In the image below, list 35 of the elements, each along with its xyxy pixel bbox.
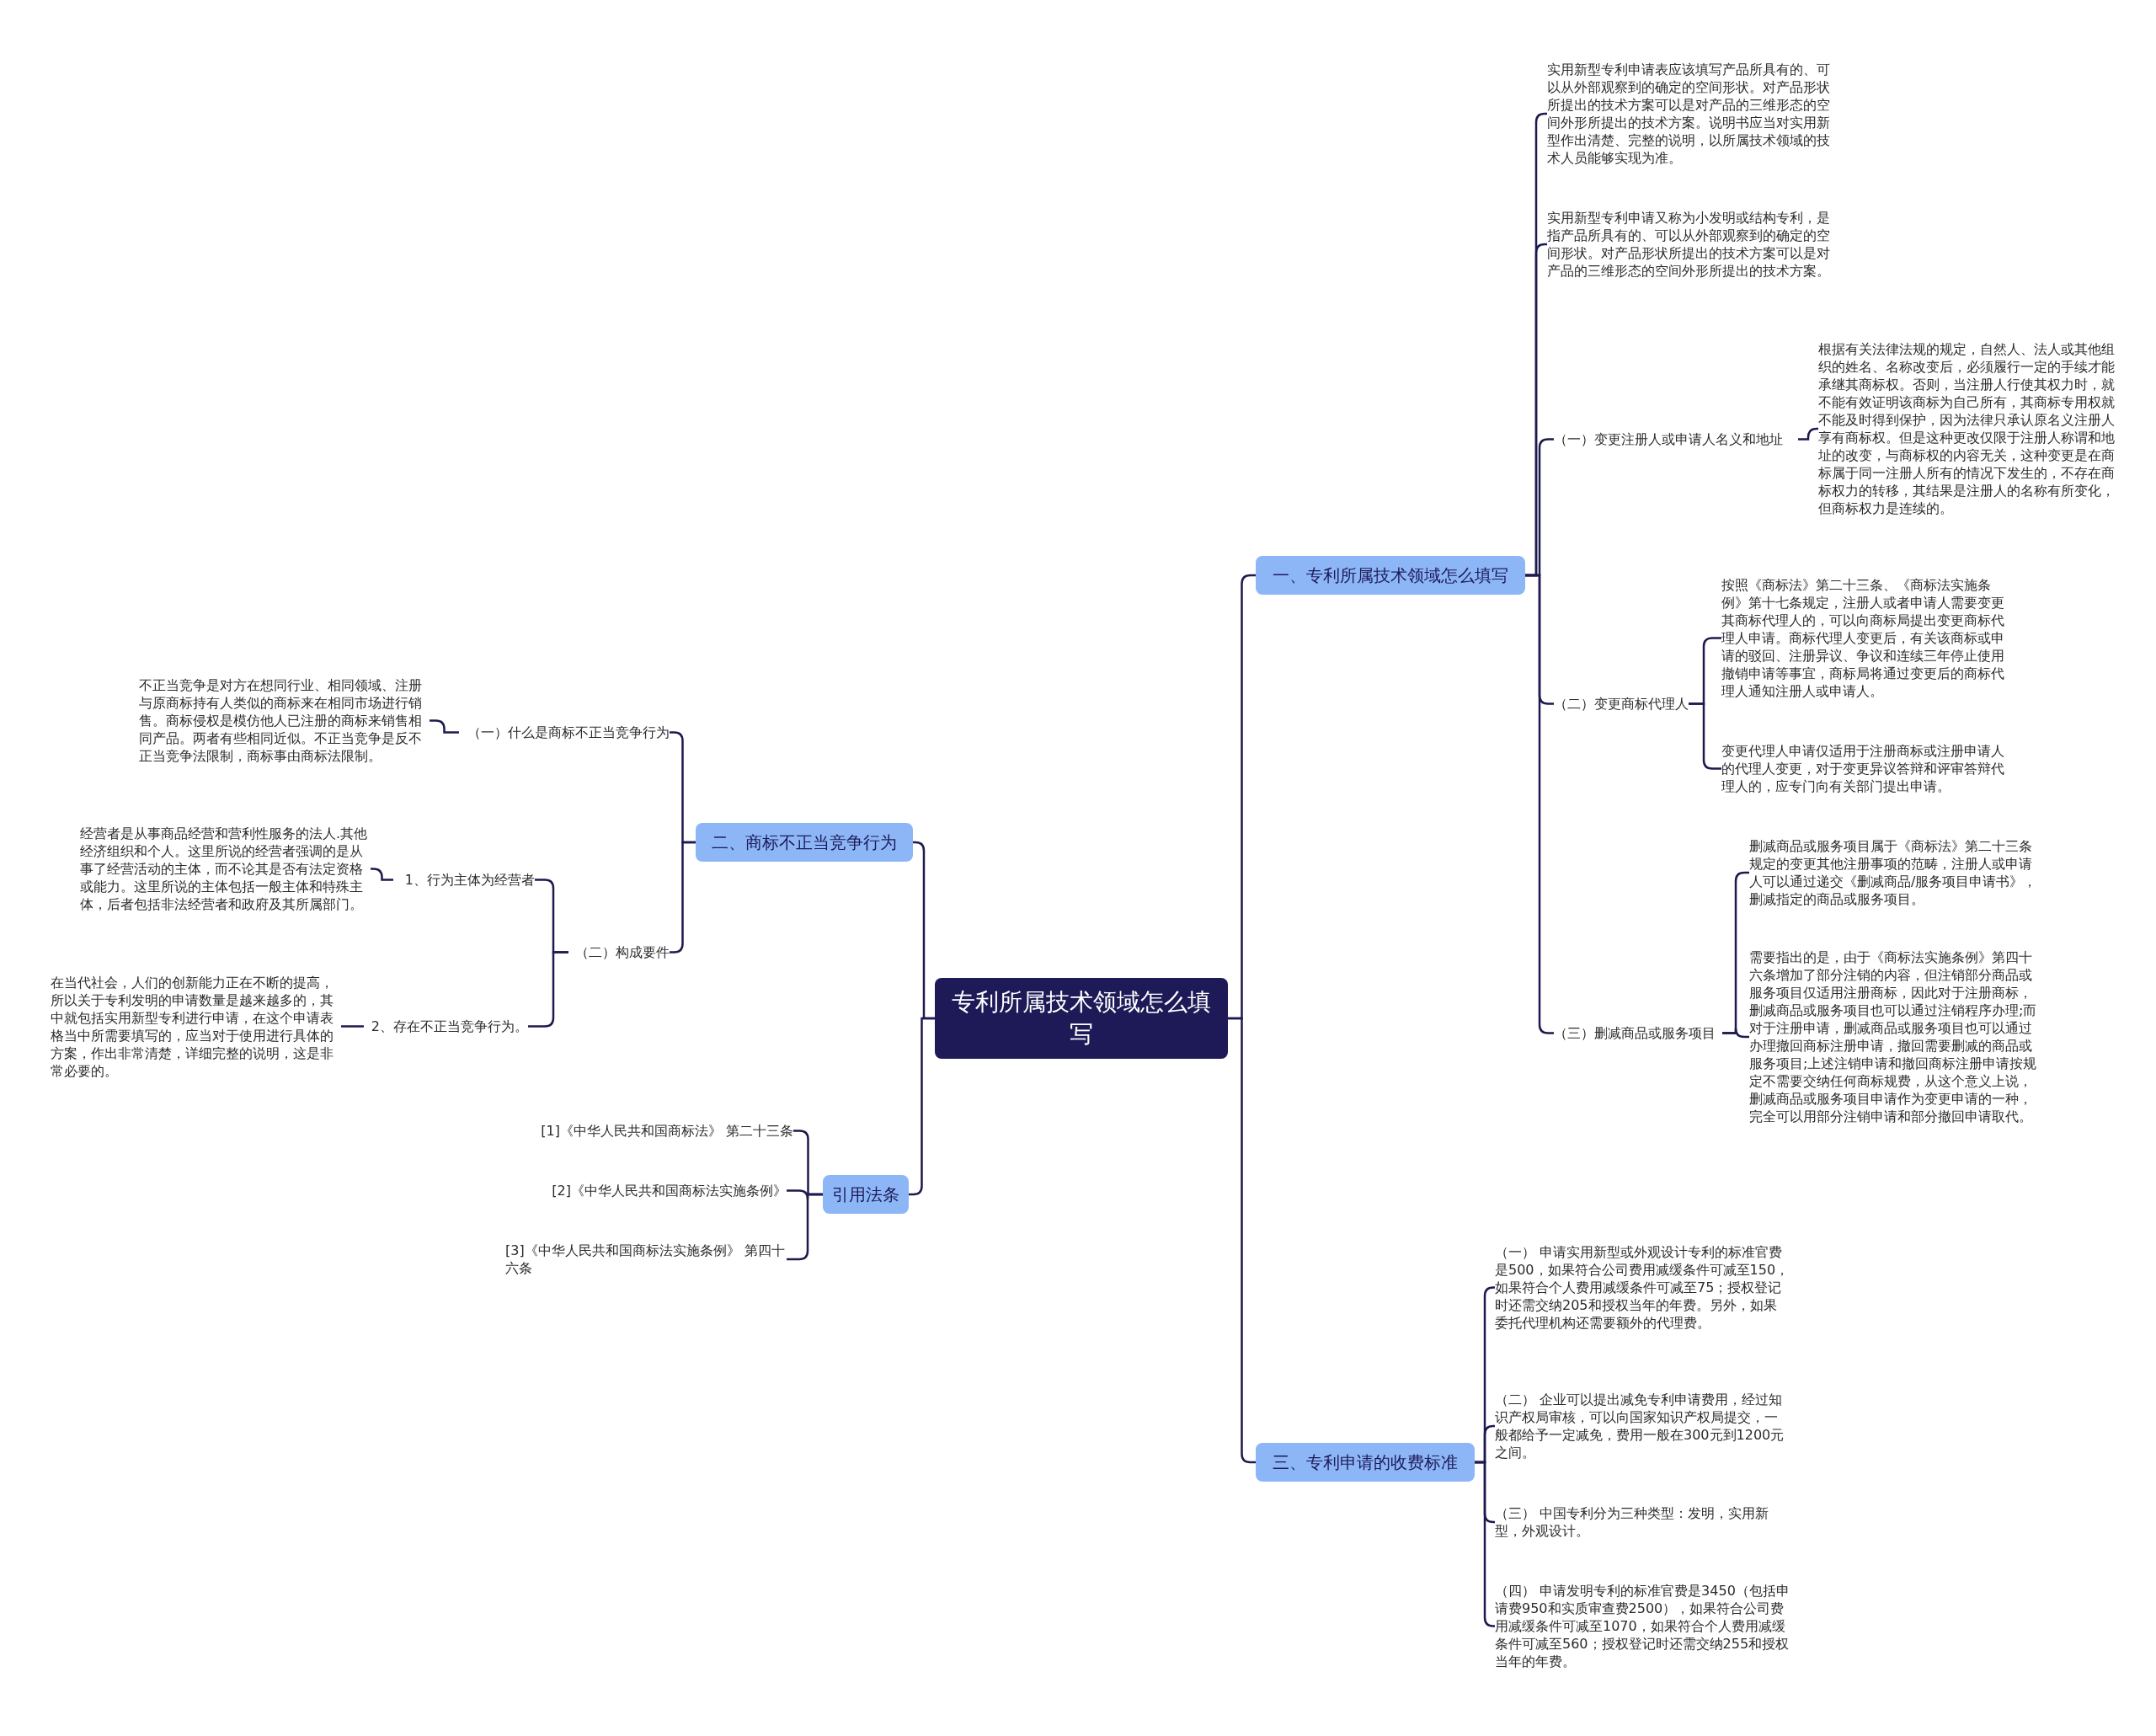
connector-line (430, 719, 459, 734)
note-text: （一） 申请实用新型或外观设计专利的标准官费是500，如果符合公司费用减缓条件可减至150，如果符合个人费用减缓条件可减至75；授权登记时还需交纳205和授权当年的年费。另外，如果委托代理机构还需要额外的代理费。 (1495, 1243, 1790, 1332)
note-text: 经营者是从事商品经营和营利性服务的法人.其他经济组织和个人。这里所说的经营者强调的是从事了经营活动的主体，而不论其是否有法定资格或能力。这里所说的主体包括一般主体和特殊主体，后者包括非法经营者和政府及其所属部门。 (80, 825, 371, 913)
connector-line (1722, 1027, 1749, 1039)
subtopic-label: （一）变更注册人或申请人名义和地址 (1554, 430, 1798, 448)
connector-line (1475, 1461, 1495, 1627)
subtopic-label: （二）构成要件 (568, 943, 670, 961)
note-text: 不正当竞争是对方在想同行业、相同领域、注册与原商标持有人类似的商标来在相同市场进行销售。商标侵权是模仿他人已注册的商标来销售相同产品。两者有些相同近似。不正当竞争是反不正当竞争法限制，商标事由商标法限制。 (139, 676, 430, 765)
root-topic-box: 专利所属技术领域怎么填写 (935, 978, 1228, 1059)
connector-line (371, 868, 393, 881)
note-text: 删减商品或服务项目属于《商标法》第二十三条规定的变更其他注册事项的范畴，注册人或申请人可以通过递交《删减商品/服务项目申请书》，删减指定的商品或服务项目。 (1749, 837, 2040, 908)
note-text: 实用新型专利申请又称为小发明或结构专利，是指产品所具有的、可以从外部观察到的确定的空间形状。对产品形状所提出的技术方案可以是对产品的三维形态的空间外形所提出的技术方案。 (1547, 209, 1842, 280)
subtopic-label: （二）变更商标代理人 (1554, 695, 1689, 713)
subtopic-label: 2、存在不正当竞争行为。 (364, 1018, 528, 1035)
subtopic-label: 1、行为主体为经营者 (393, 871, 535, 889)
subtopic-label: [2]《中华人民共和国商标法实施条例》 (539, 1182, 787, 1199)
note-text: 需要指出的是，由于《商标法实施条例》第四十六条增加了部分注销的内容，但注销部分商品或服务项目仅适用注册商标，因此对于注册商标，删减商品或服务项目也可以通过注销程序办理;而对于注册申请，删减商品或服务项目也可以通过办理撤回商标注册申请，撤回需要删减的商品或服务项目;上述注销申请和撤回商标注册申请按规定不需要交纳任何商标规费，从这个意义上说，删减商品或服务项目申请作为变更申请的一种，完全可以用部分注销申请和部分撤回申请取代。 (1749, 948, 2040, 1125)
note-text: （二） 企业可以提出减免专利申请费用，经过知识产权局审核，可以向国家知识产权局提交，一般都给予一定减免，费用一般在300元到1200元之间。 (1495, 1391, 1790, 1461)
subtopic-label: [1]《中华人民共和国商标法》 第二十三条 (522, 1122, 793, 1140)
subtopic-label: （一）什么是商标不正当竞争行为 (459, 724, 670, 741)
note-text: 实用新型专利申请表应该填写产品所具有的、可以从外部观察到的确定的空间形状。对产品形状所提出的技术方案可以是对产品的三维形态的空间外形所提出的技术方案。说明书应当对实用新型作出清楚、完整的说明，以所属技术领域的技术人员能够实现为准。 (1547, 61, 1842, 167)
note-text: [3]《中华人民共和国商标法实施条例》 第四十六条 (505, 1242, 787, 1277)
branch-topic-box: 三、专利申请的收费标准 (1256, 1443, 1475, 1482)
note-text: （三） 中国专利分为三种类型：发明，实用新型，外观设计。 (1495, 1504, 1790, 1540)
subtopic-label: （三）删减商品或服务项目 (1554, 1024, 1722, 1042)
branch-topic-box: 引用法条 (823, 1175, 909, 1214)
connector-line (1798, 427, 1818, 441)
connector-line (341, 1025, 364, 1028)
note-text: 根据有关法律法规的规定，自然人、法人或其他组织的姓名、名称改变后，必须履行一定的手续才能承继其商标权。否则，当注册人行使其权力时，就不能有效证明该商标为自己所有，其商标专用权就不能及时得到保护，因为法律只承认原名义注册人享有商标权。但是这种更改仅限于注册人称谓和地址的改变，与商标权的内容无关，这种变更是在商标属于同一注册人所有的情况下发生的，不存在商标权力的转移，其结果是注册人的名称有所变化，但商标权力是连续的。 (1818, 340, 2117, 517)
branch-topic-box: 二、商标不正当竞争行为 (696, 823, 913, 862)
note-text: （四） 申请发明专利的标准官费是3450（包括申请费950和实质审查费2500），如果符合公司费用减缓条件可减至1070，如果符合个人费用减缓条件可减至560；授权登记时还需交纳255和授权当年的年费。 (1495, 1582, 1790, 1670)
branch-topic-box: 一、专利所属技术领域怎么填写 (1256, 556, 1525, 595)
note-text: 变更代理人申请仅适用于注册商标或注册申请人的代理人变更，对于变更异议答辩和评审答辩代理人的，应专门向有关部门提出申请。 (1721, 742, 2012, 795)
note-text: 按照《商标法》第二十三条、《商标法实施条例》第十七条规定，注册人或者申请人需要变更其商标代理人的，可以向商标局提出变更商标代理人申请。商标代理人变更后，有关该商标或申请的驳回、注册异议、争议和连续三年停止使用撤销申请等事宜，商标局将通过变更后的商标代理人通知注册人或申请人。 (1721, 576, 2012, 700)
note-text: 在当代社会，人们的创新能力正在不断的提高，所以关于专利发明的申请数量是越来越多的，其中就包括实用新型专利进行申请，在这个申请表格当中所需要填写的，应当对于使用进行具体的方案，作出非常清楚，详细完整的说明，这是非常必要的。 (51, 974, 341, 1080)
